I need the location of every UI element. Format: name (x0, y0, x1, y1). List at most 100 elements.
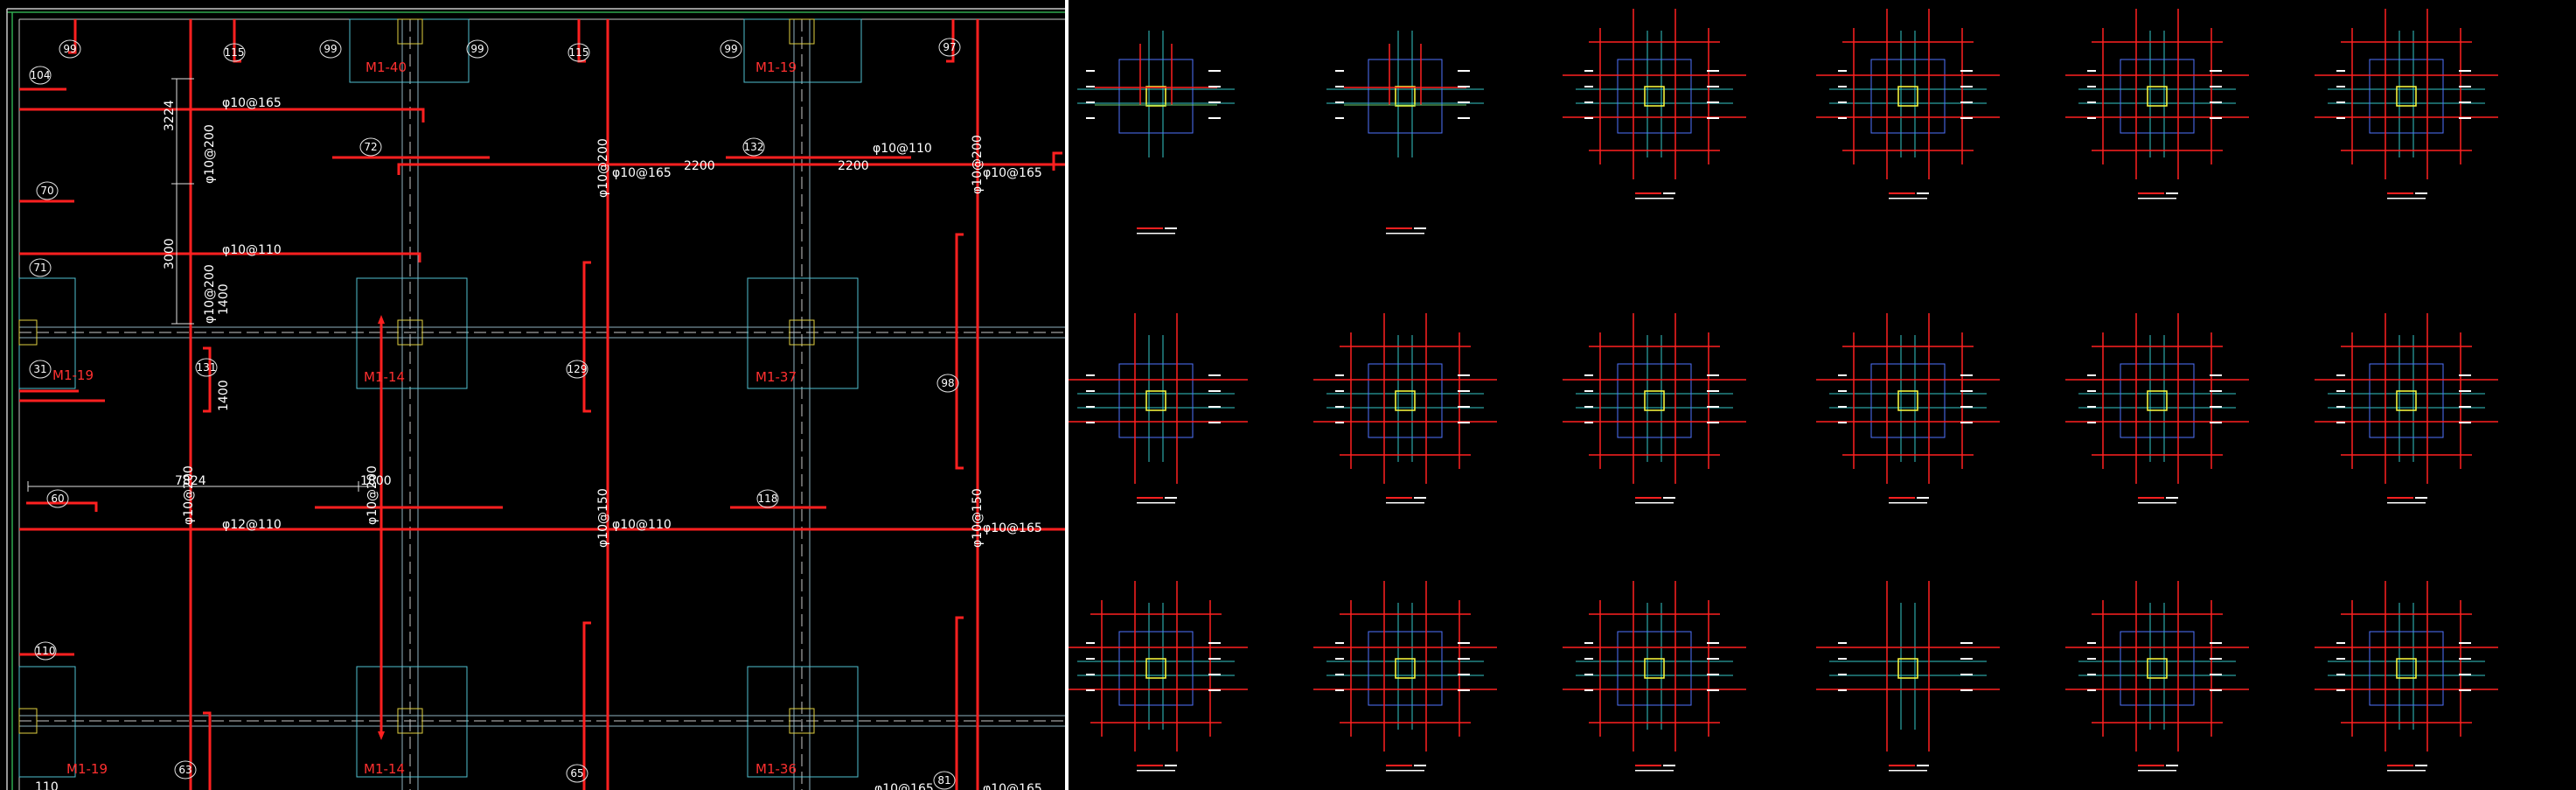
dimension-lines (27, 78, 376, 492)
dimension-bubble: 99 (319, 39, 342, 59)
bubble-label: 71 (33, 262, 46, 274)
rebar-spec: φ10@150 (971, 488, 985, 548)
viewport-divider[interactable] (1065, 0, 1069, 790)
pile-cap (356, 666, 468, 778)
rebar-spec: φ10@110 (612, 518, 672, 532)
dimension-value: 1400 (217, 380, 231, 411)
pile-cap-detail (1563, 581, 1746, 772)
pile-cap-detail (1069, 581, 1248, 772)
dimension-bubble: 71 (29, 258, 52, 277)
pile-cap-label: M1-14 (364, 761, 405, 777)
rebar-spec: φ10@165 (983, 166, 1042, 180)
pile-cap-detail (1816, 581, 2000, 772)
pile-cap-detail (1563, 9, 1746, 199)
pile-cap-label: M1-19 (755, 59, 797, 75)
bubble-label: 118 (758, 493, 778, 505)
drawing-frame (6, 8, 1065, 790)
pile-cap-detail (2065, 581, 2249, 772)
rebar-spec: φ10@200 (596, 138, 610, 198)
rebar-spec: φ12@110 (222, 518, 282, 532)
dimension-bubble: 72 (359, 137, 382, 157)
bubble-label: 110 (36, 645, 56, 657)
bubble-label: 72 (364, 141, 377, 153)
bubble-label: 115 (569, 46, 589, 59)
bubble-label: 31 (33, 363, 46, 375)
dimension-bubble: 115 (567, 43, 590, 62)
rebar-spec: φ10@165 (612, 166, 672, 180)
dimension-bubble: 115 (223, 43, 246, 62)
bubble-label: 81 (937, 774, 950, 787)
pile-cap-detail (1313, 313, 1497, 504)
dimension-bubble: 97 (938, 38, 961, 57)
pile-cap-detail (2065, 9, 2249, 199)
pile-cap (747, 666, 859, 778)
column (789, 708, 815, 734)
column (397, 319, 423, 346)
pile-cap-detail (2065, 313, 2249, 504)
dimension-bubble: 104 (29, 66, 52, 85)
rebar-spec: φ10@200 (971, 135, 985, 194)
bubble-label: 115 (225, 46, 245, 59)
rebar-spec: φ10@150 (596, 488, 610, 548)
rebar-spec: φ10@200 (366, 465, 379, 525)
dimension-value: 3224 (163, 100, 177, 131)
pile-caps (18, 18, 862, 778)
rebar-spec: φ10@110 (222, 243, 282, 257)
pile-cap-detail (1816, 9, 2000, 199)
dimension-value: 1400 (217, 283, 231, 315)
foundation-plan-viewport[interactable]: 99 115 99 99 115 99 97 104 72 132 70 71 31 131 129 98 60… (0, 0, 1065, 790)
column (789, 18, 815, 45)
bubble-label: 65 (570, 767, 583, 780)
dimension-bubble: 129 (566, 360, 588, 379)
column (18, 319, 38, 346)
dimension-bubble: 99 (720, 39, 742, 59)
pile-cap (356, 277, 468, 389)
bubble-annotations: 99 115 99 99 115 99 97 104 72 132 70 71 31 131 129 98 60… (29, 38, 961, 790)
bubble-label: 99 (724, 43, 737, 55)
rebar-spec: φ10@200 (203, 124, 217, 184)
dimension-bubble: 98 (936, 374, 959, 393)
pile-cap-label: M1-14 (364, 369, 405, 385)
dimension-bubble: 99 (59, 39, 81, 59)
dimension-value: 110 (35, 780, 59, 790)
bubble-label: 104 (31, 69, 51, 81)
column (789, 319, 815, 346)
pile-cap-detail (2315, 9, 2498, 199)
bubble-label: 99 (470, 43, 484, 55)
pile-cap-detail (1077, 31, 1235, 234)
bubble-label: 129 (567, 363, 588, 375)
bubble-label: 63 (178, 764, 191, 776)
rebar-spec: φ10@165 (222, 96, 282, 110)
pile-cap-detail-grid (1069, 9, 2498, 772)
rebar-spec: φ10@200 (203, 264, 217, 324)
bubble-label: 97 (943, 41, 956, 53)
dimension-bubble: 131 (195, 358, 218, 377)
axis-lines (19, 19, 1065, 790)
rebar-spec: φ10@110 (873, 142, 932, 156)
rebar-arrows (378, 315, 385, 740)
dimension-value: 2200 (838, 159, 869, 173)
pile-cap (747, 277, 859, 389)
bubble-label: 70 (40, 185, 53, 197)
dimension-bubble: 110 (34, 641, 57, 661)
column (397, 18, 423, 45)
dimension-value: 3000 (163, 238, 177, 269)
bubble-label: 99 (63, 43, 76, 55)
dimension-bubble: 99 (466, 39, 489, 59)
dimension-bubble: 118 (756, 489, 779, 508)
pile-cap-label: M1-19 (66, 761, 108, 777)
pile-cap-detail (1563, 313, 1746, 504)
dimension-value: 1800 (360, 474, 392, 488)
detail-sheet-viewport[interactable] (1069, 0, 2576, 790)
column (18, 708, 38, 734)
pile-cap-detail (1313, 581, 1497, 772)
dimension-bubble: 63 (174, 760, 197, 780)
pile-cap-detail (1816, 313, 2000, 504)
pile-cap-detail (1326, 31, 1484, 234)
rebar-spec: φ10@165 (983, 782, 1042, 790)
bubble-label: 60 (51, 493, 64, 505)
column (397, 708, 423, 734)
pile-cap-label: M1-40 (366, 59, 407, 75)
dimension-bubble: 132 (742, 137, 765, 157)
rebar-spec: φ10@200 (182, 465, 196, 525)
